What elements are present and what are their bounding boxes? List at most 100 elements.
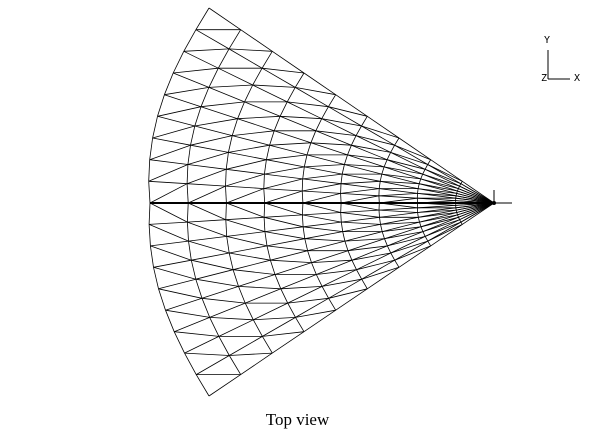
mesh-edge bbox=[295, 297, 329, 318]
mesh-edge bbox=[190, 260, 197, 280]
mesh-edge bbox=[386, 152, 391, 160]
mesh-edge bbox=[398, 245, 431, 268]
mesh-edge bbox=[427, 224, 463, 242]
mesh-edge bbox=[266, 245, 271, 261]
mesh-edge bbox=[390, 152, 428, 165]
mesh-edge bbox=[201, 297, 246, 304]
mesh-edge bbox=[153, 259, 192, 268]
mesh-edge bbox=[269, 130, 275, 146]
mesh-edge bbox=[394, 144, 431, 161]
mesh-edge bbox=[173, 331, 185, 354]
mesh-edge bbox=[272, 331, 305, 354]
mesh-edge bbox=[378, 193, 418, 197]
mesh-edge bbox=[340, 222, 344, 232]
mesh-edge bbox=[158, 288, 203, 299]
mesh-edge bbox=[310, 142, 352, 146]
mesh-edge bbox=[422, 219, 460, 232]
mesh-edge bbox=[427, 159, 432, 165]
mesh-edge bbox=[456, 190, 458, 194]
mesh-edge bbox=[351, 144, 388, 161]
mesh-edge bbox=[208, 68, 219, 88]
mesh-edge bbox=[356, 252, 391, 271]
mesh-edge bbox=[387, 159, 426, 170]
mesh-edge bbox=[303, 309, 336, 333]
mesh-edge bbox=[340, 193, 342, 204]
mesh-edge bbox=[263, 178, 303, 189]
mesh-edge bbox=[228, 135, 233, 153]
mesh-edge bbox=[264, 231, 268, 246]
mesh-edge bbox=[173, 67, 219, 74]
mesh-edge bbox=[225, 173, 265, 187]
mesh-edge bbox=[425, 221, 462, 237]
mesh-edge bbox=[209, 302, 246, 318]
mesh-edge bbox=[232, 130, 275, 136]
mesh-edge bbox=[149, 159, 188, 165]
mesh-edge bbox=[458, 202, 495, 218]
mesh-edge bbox=[195, 269, 234, 280]
mesh-edge bbox=[165, 297, 203, 311]
mesh-edge bbox=[190, 144, 229, 153]
mesh-edge bbox=[244, 84, 254, 103]
mesh-edge bbox=[195, 7, 210, 30]
mesh-edge bbox=[355, 125, 362, 136]
mesh-edge bbox=[266, 238, 305, 247]
mesh-edge bbox=[303, 226, 343, 232]
mesh-edge bbox=[237, 101, 245, 119]
mesh-edge bbox=[264, 190, 303, 204]
mesh-edge bbox=[427, 164, 462, 185]
triad-x-label: X bbox=[574, 73, 581, 84]
mesh-edge bbox=[398, 137, 431, 161]
mesh-edge bbox=[264, 173, 303, 180]
mesh-edge bbox=[225, 216, 265, 221]
mesh-edge bbox=[310, 142, 348, 156]
mesh-edge bbox=[264, 216, 304, 228]
mesh-edge bbox=[225, 186, 227, 204]
mesh-edge bbox=[266, 245, 308, 252]
mesh-edge bbox=[191, 252, 230, 261]
mesh-edge bbox=[381, 173, 420, 185]
mesh-edge bbox=[279, 101, 288, 117]
mesh-edge bbox=[174, 317, 210, 333]
mesh-edge bbox=[264, 231, 305, 240]
mesh-edge bbox=[274, 262, 312, 275]
mesh-edge bbox=[321, 269, 357, 287]
mesh-edge bbox=[315, 130, 357, 136]
mesh-edge bbox=[173, 72, 210, 88]
mesh-edge bbox=[340, 174, 343, 184]
mesh-edge bbox=[347, 250, 353, 261]
mesh-edge bbox=[226, 202, 265, 218]
mesh-edge bbox=[303, 221, 342, 228]
mesh-edge bbox=[253, 317, 296, 321]
mesh-edge bbox=[148, 181, 151, 204]
mesh-edge bbox=[263, 202, 266, 218]
mesh-edge bbox=[340, 188, 380, 194]
mesh-edge bbox=[340, 180, 381, 185]
mesh-edge bbox=[321, 286, 329, 299]
mesh-edge bbox=[422, 169, 426, 175]
mesh-edge bbox=[253, 302, 288, 321]
mesh-edge bbox=[459, 202, 495, 221]
mesh-edge bbox=[361, 116, 368, 127]
mesh-edge bbox=[304, 166, 343, 175]
mesh-edge bbox=[424, 236, 429, 242]
mesh-edge bbox=[217, 48, 230, 69]
mesh-edge bbox=[165, 309, 210, 318]
mesh-edge bbox=[228, 252, 234, 270]
mesh-edge bbox=[351, 260, 357, 270]
mesh-edge bbox=[419, 214, 458, 223]
mesh-edge bbox=[335, 288, 368, 311]
mesh-edge bbox=[417, 205, 456, 209]
mesh-edge bbox=[187, 219, 226, 223]
mesh-edge bbox=[295, 317, 305, 332]
mesh-edge bbox=[266, 154, 308, 161]
mesh-edge bbox=[218, 336, 230, 356]
mesh-edge bbox=[302, 202, 304, 215]
mesh-edge bbox=[462, 202, 495, 225]
mesh-edge bbox=[149, 221, 188, 225]
mesh-edge bbox=[157, 115, 195, 127]
mesh-edge bbox=[321, 118, 357, 136]
mesh-edge bbox=[347, 245, 388, 252]
mesh-edge bbox=[272, 50, 305, 74]
mesh-edge bbox=[152, 125, 195, 139]
mesh-edge bbox=[311, 250, 349, 263]
